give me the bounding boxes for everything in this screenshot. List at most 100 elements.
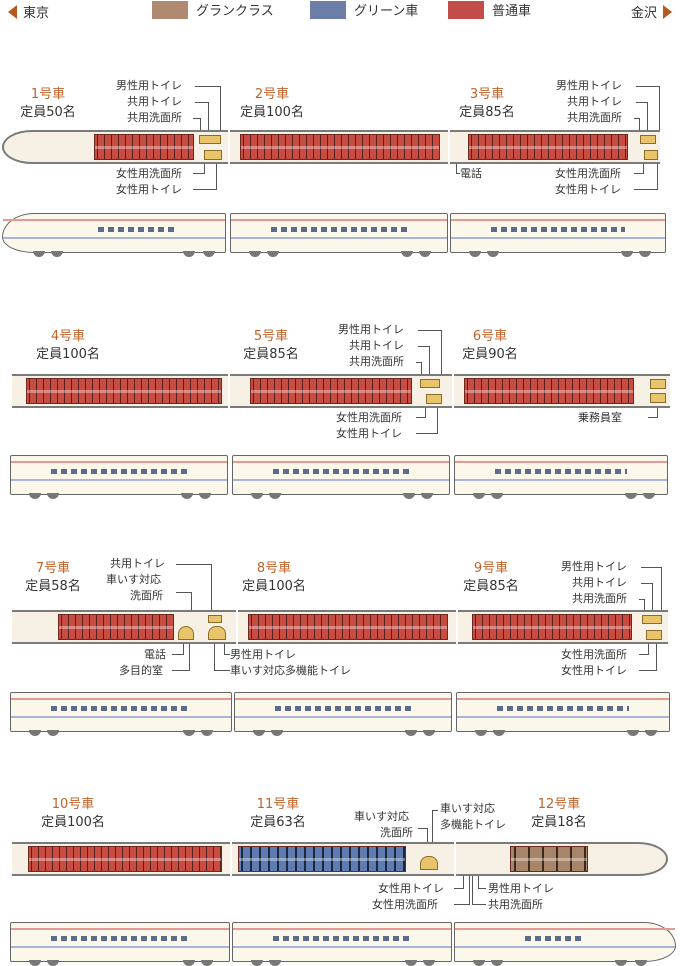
- car-2-seats: [240, 134, 440, 160]
- car-5-shared-toilet-label: 共用トイレ: [349, 339, 404, 352]
- car-3-mens-toilet-label: 男性用トイレ: [556, 79, 622, 92]
- direction-kanazawa: 金沢: [631, 2, 672, 21]
- car-5-toilet-block-icon: [420, 379, 440, 388]
- car-5-womens-toilet-label: 女性用トイレ: [336, 427, 402, 440]
- car-5-womens-washroom-label: 女性用洗面所: [336, 411, 402, 424]
- arrow-left-icon: [8, 4, 17, 19]
- car-11-womens-toilet-label: 女性用トイレ: [378, 882, 444, 895]
- car-9-womens-washroom-label: 女性用洗面所: [561, 648, 627, 661]
- car-9-toilet-block-icon: [642, 615, 662, 624]
- arrow-right-icon: [663, 4, 672, 19]
- car-6-title: 6号車 定員90名: [462, 329, 518, 362]
- car-5-seats: [250, 378, 412, 404]
- car-2-plan[interactable]: [230, 130, 448, 164]
- car-11-plan[interactable]: [232, 842, 454, 876]
- car-1-side-view: [2, 213, 226, 257]
- car-7-wheelchair-washroom-label-1: 車いす対応: [106, 573, 161, 586]
- car-10-side-view: [10, 922, 230, 966]
- gran-class-swatch: [152, 0, 188, 19]
- car-5-shared-washroom-label: 共用洗面所: [349, 355, 404, 368]
- legend: 東京 グランクラス グリーン車 普通車 金沢: [0, 0, 680, 22]
- car-10-seats: [28, 846, 222, 872]
- car-4-title: 4号車 定員100名: [36, 329, 100, 362]
- car-4-seats: [26, 378, 222, 404]
- car-3-toilet-block-icon: [640, 135, 656, 144]
- car-3-shared-washroom-label: 共用洗面所: [567, 111, 622, 124]
- kanazawa-label: 金沢: [630, 6, 657, 21]
- car-7-shared-toilet-label: 共用トイレ: [110, 557, 165, 570]
- car-12-title: 12号車 定員18名: [531, 797, 587, 830]
- car-11-mens-toilet-label: 男性用トイレ: [488, 882, 554, 895]
- car-11-wheelchair-toilet-icon: [420, 856, 438, 870]
- car-7-toilet-icon: [208, 615, 222, 623]
- car-11-side-view: [232, 922, 452, 966]
- car-1-shared-washroom-label: 共用洗面所: [127, 111, 182, 124]
- car-7-side-view: [10, 692, 232, 736]
- car-9-shared-toilet-label: 共用トイレ: [572, 576, 627, 589]
- car-11-womens-washroom-label: 女性用洗面所: [372, 898, 438, 911]
- car-1-title: 1号車 定員50名: [20, 87, 76, 120]
- car-7-multipurpose-room-icon: [178, 626, 194, 640]
- car-6-crew-room-label: 乗務員室: [578, 411, 622, 424]
- car-5-side-view: [232, 455, 450, 499]
- car-1-seats: [94, 134, 194, 160]
- legend-green-car: グリーン車: [310, 0, 418, 19]
- car-3-seats: [468, 134, 628, 160]
- legend-ordinary-car: 普通車: [448, 0, 531, 19]
- car-7-title: 7号車 定員58名: [25, 561, 81, 594]
- direction-tokyo: 東京: [8, 2, 49, 21]
- car-10-plan[interactable]: [12, 842, 230, 876]
- car-3-phone-label: 電話: [460, 167, 482, 180]
- car-3-plan[interactable]: [450, 130, 660, 164]
- car-9-seats: [472, 614, 632, 640]
- car-5-title: 5号車 定員85名: [243, 329, 299, 362]
- car-7-seats: [58, 614, 174, 640]
- car-7-wheelchair-toilet-icon: [208, 626, 226, 640]
- car-3-womens-toilet-label: 女性用トイレ: [555, 183, 621, 196]
- car-11-wheelchair-toilet-label-2: 多機能トイレ: [440, 818, 506, 831]
- car-6-crew-room-icon: [650, 379, 666, 389]
- car-1-womens-toilet-label: 女性用トイレ: [116, 183, 182, 196]
- car-11-wheelchair-washroom-label-2: 洗面所: [380, 826, 413, 839]
- car-11-shared-washroom-label: 共用洗面所: [488, 898, 543, 911]
- car-8-seats: [248, 614, 448, 640]
- car-7-plan[interactable]: [12, 610, 236, 644]
- car-12-plan[interactable]: [456, 842, 668, 876]
- car-11-wheelchair-toilet-label-1: 車いす対応: [440, 802, 495, 815]
- car-9-side-view: [456, 692, 670, 736]
- car-7-mens-toilet-label: 男性用トイレ: [230, 648, 296, 661]
- car-8-plan[interactable]: [238, 610, 456, 644]
- car-1-plan[interactable]: [2, 130, 228, 164]
- tokyo-label: 東京: [23, 6, 50, 21]
- car-6-seats: [464, 378, 634, 404]
- car-5-womens-toilet-icon: [426, 394, 442, 404]
- car-11-title: 11号車 定員63名: [250, 797, 306, 830]
- car-2-side-view: [230, 213, 448, 257]
- car-4-plan[interactable]: [12, 374, 228, 408]
- ordinary-car-swatch: [448, 0, 484, 19]
- green-car-swatch: [310, 0, 346, 19]
- car-3-title: 3号車 定員85名: [459, 87, 515, 120]
- car-10-title: 10号車 定員100名: [41, 797, 105, 830]
- car-11-seats: [238, 846, 406, 872]
- car-9-title: 9号車 定員85名: [463, 561, 519, 594]
- car-9-plan[interactable]: [458, 610, 668, 644]
- car-8-side-view: [234, 692, 452, 736]
- car-6-side-view: [454, 455, 668, 499]
- car-5-plan[interactable]: [230, 374, 452, 408]
- car-9-shared-washroom-label: 共用洗面所: [572, 592, 627, 605]
- car-7-wheelchair-washroom-label-2: 洗面所: [130, 589, 163, 602]
- car-8-title: 8号車 定員100名: [242, 561, 306, 594]
- legend-gran-class: グランクラス: [152, 0, 274, 19]
- car-7-wheelchair-toilet-label: 車いす対応多機能トイレ: [230, 664, 351, 677]
- car-1-shared-toilet-label: 共用トイレ: [127, 95, 182, 108]
- car-9-womens-toilet-icon: [646, 630, 662, 640]
- car-4-side-view: [10, 455, 228, 499]
- car-12-side-view: [454, 922, 676, 966]
- car-7-phone-label: 電話: [144, 648, 166, 661]
- car-11-wheelchair-washroom-label-1: 車いす対応: [354, 810, 409, 823]
- car-7-multipurpose-room-label: 多目的室: [119, 664, 163, 677]
- car-6-plan[interactable]: [454, 374, 670, 408]
- car-9-womens-toilet-label: 女性用トイレ: [561, 664, 627, 677]
- car-6-crew-room-icon-2: [650, 393, 666, 403]
